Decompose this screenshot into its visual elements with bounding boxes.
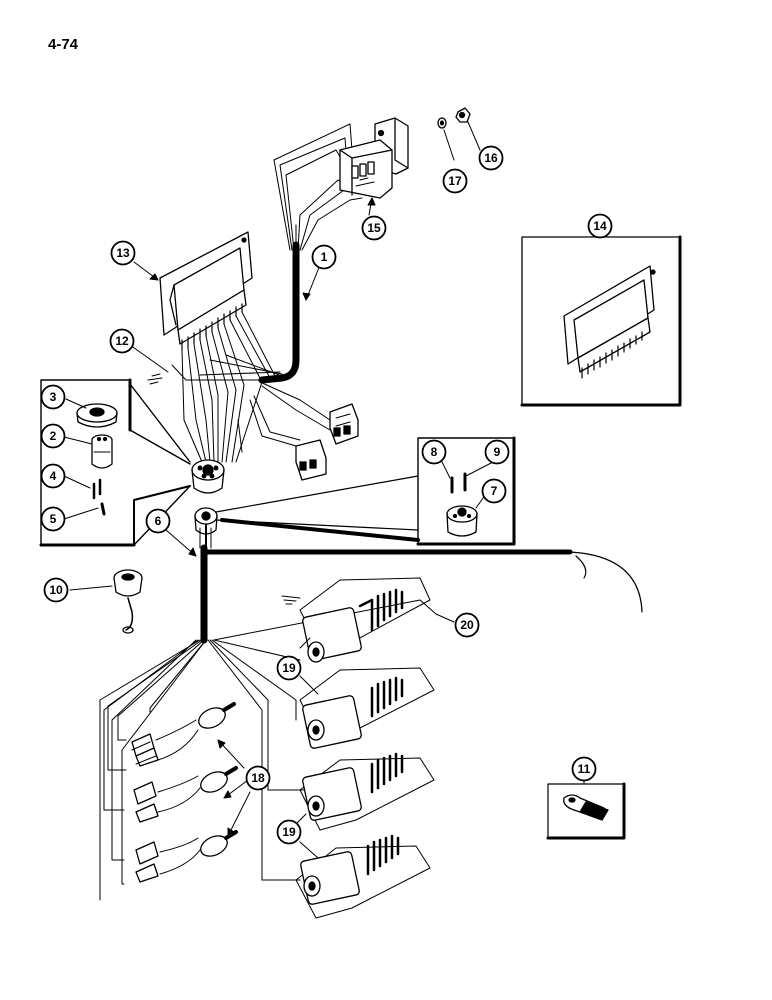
- callout-label: 12: [115, 334, 129, 348]
- main-harness: [199, 241, 643, 644]
- callout-label: 20: [460, 618, 474, 632]
- callout-label: 17: [448, 174, 462, 188]
- callout-circle: [109, 328, 135, 354]
- control-module: [159, 231, 253, 351]
- callout-label: 16: [484, 151, 498, 165]
- callout-c16: 16: [478, 145, 504, 171]
- module-inset: [520, 235, 682, 407]
- receptacle-parts-inset: [215, 436, 516, 546]
- leader-lines: [63, 121, 601, 859]
- callout-circle: [110, 240, 136, 266]
- callout-label: 3: [50, 390, 57, 404]
- callout-circle: [276, 819, 302, 845]
- callout-circle: [442, 168, 468, 194]
- washer-and-nut: [437, 107, 471, 129]
- callout-circle: [145, 508, 171, 534]
- callout-c17: 17: [442, 168, 468, 194]
- callout-circle: [40, 506, 66, 532]
- callout-label: 14: [593, 219, 607, 233]
- callout-c8: 8: [421, 439, 447, 465]
- callout-label: 1: [321, 250, 328, 264]
- callout-c18: 18: [245, 765, 271, 791]
- callout-c19a: 19: [276, 655, 302, 681]
- callout-c5: 5: [40, 506, 66, 532]
- callout-circle: [40, 423, 66, 449]
- callout-c7: 7: [481, 478, 507, 504]
- callout-label: 8: [431, 445, 438, 459]
- callout-circle: [40, 463, 66, 489]
- callout-label: 10: [49, 583, 63, 597]
- callout-c11: 11: [571, 756, 597, 782]
- callout-circle: [311, 244, 337, 270]
- callout-circle: [484, 439, 510, 465]
- callout-label: 6: [155, 514, 162, 528]
- callout-label: 15: [367, 221, 381, 235]
- callout-c13: 13: [110, 240, 136, 266]
- callout-label: 13: [116, 246, 130, 260]
- callout-circle: [454, 612, 480, 638]
- callout-c15: 15: [361, 215, 387, 241]
- callout-c19b: 19: [276, 819, 302, 845]
- callout-circle: [361, 215, 387, 241]
- callout-label: 18: [251, 771, 265, 785]
- callout-circle: [587, 213, 613, 239]
- page-number: 4-74: [48, 36, 79, 53]
- solenoid-valves: [281, 577, 435, 919]
- callout-c1: 1: [311, 244, 337, 270]
- callout-circle: [481, 478, 507, 504]
- terminal-inset: [546, 782, 626, 840]
- callout-label: 19: [282, 825, 296, 839]
- callout-label: 19: [282, 661, 296, 675]
- callout-label: 5: [50, 512, 57, 526]
- callout-c9: 9: [484, 439, 510, 465]
- callout-c6: 6: [145, 508, 171, 534]
- callout-circle: [43, 577, 69, 603]
- lower-harness-branches: [99, 599, 437, 901]
- callout-label: 4: [50, 469, 57, 483]
- callout-circle: [40, 384, 66, 410]
- pressure-switches: [131, 702, 238, 883]
- callout-c20: 20: [454, 612, 480, 638]
- connector-parts-inset: [39, 378, 191, 547]
- harness-connectors: [295, 403, 359, 481]
- callout-circle: [571, 756, 597, 782]
- callout-circle: [245, 765, 271, 791]
- callout-label: 11: [578, 762, 591, 776]
- callout-circle: [478, 145, 504, 171]
- callout-c2: 2: [40, 423, 66, 449]
- callout-label: 2: [50, 429, 57, 443]
- callout-label: 7: [491, 484, 498, 498]
- callout-circle: [421, 439, 447, 465]
- ground-strap: [113, 569, 143, 634]
- module-wires: [171, 311, 331, 463]
- callout-c12: 12: [109, 328, 135, 354]
- callout-c4: 4: [40, 463, 66, 489]
- callout-c14: 14: [587, 213, 613, 239]
- callout-c3: 3: [40, 384, 66, 410]
- round-connector: [191, 459, 225, 535]
- callout-circle: [276, 655, 302, 681]
- relay: [339, 117, 409, 199]
- callout-c10: 10: [43, 577, 69, 603]
- callout-label: 9: [494, 445, 501, 459]
